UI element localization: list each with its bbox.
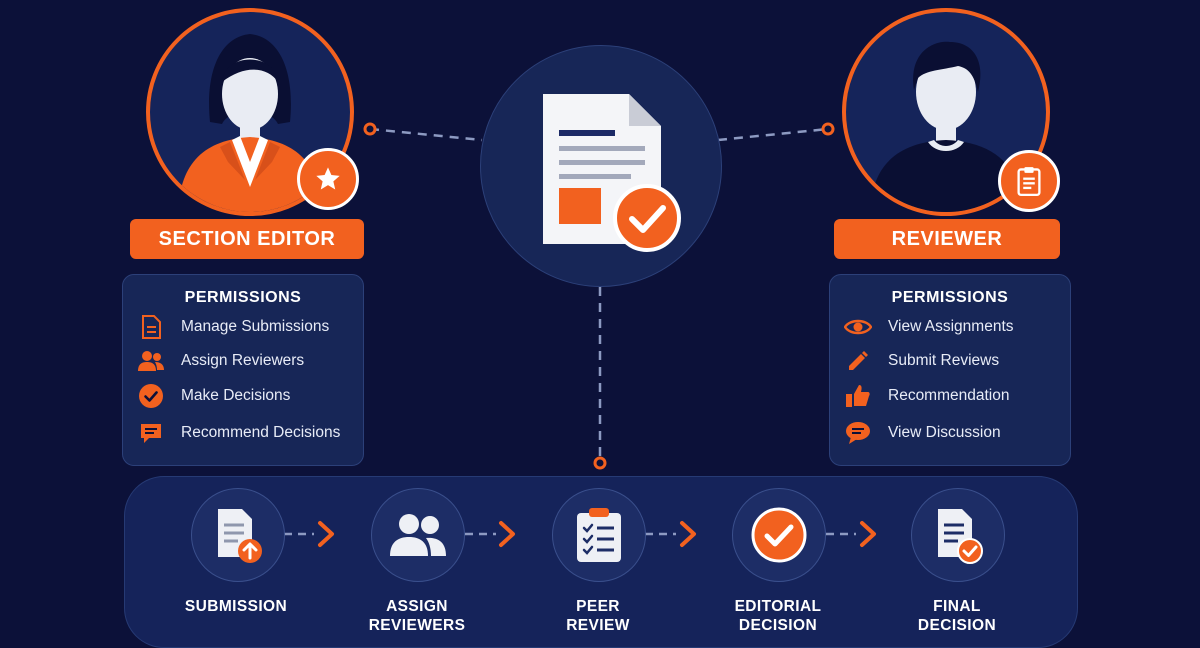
users-icon	[390, 514, 446, 556]
permissions-title: PERMISSIONS	[184, 289, 302, 306]
section-editor-title: SECTION EDITOR	[130, 219, 364, 259]
right-connector-dot	[821, 122, 835, 136]
step-assign-reviewers	[371, 488, 465, 582]
permission-label: View Assignments	[888, 318, 1014, 335]
permission-label: Assign Reviewers	[181, 352, 305, 369]
check-circle-icon	[751, 507, 807, 563]
step-peer-review	[552, 488, 646, 582]
document-icon	[137, 313, 165, 341]
center-document-circle	[480, 45, 722, 287]
step-label-line2: REVIEWERS	[368, 617, 466, 634]
step-label: ASSIGN REVIEWERS	[347, 597, 487, 635]
permission-label: Recommend Decisions	[181, 424, 341, 441]
permission-item: Manage Submissions	[137, 312, 329, 342]
permission-item: Recommendation	[844, 381, 1009, 411]
users-icon	[137, 347, 165, 375]
arrow-chevron-icon	[318, 521, 334, 547]
chat-icon	[844, 419, 872, 447]
arrow-chevron-icon	[860, 521, 876, 547]
step-label-line1: SUBMISSION	[184, 598, 288, 615]
permission-label: Recommendation	[888, 387, 1010, 404]
step-label-line1: EDITORIAL	[734, 598, 822, 615]
step-editorial-decision	[732, 488, 826, 582]
permission-label: Manage Submissions	[181, 318, 330, 335]
permission-item: View Assignments	[844, 312, 1014, 342]
permission-item: View Discussion	[844, 418, 1001, 448]
step-label-line2: DECISION	[738, 617, 818, 634]
document-upload-icon	[218, 509, 262, 563]
permission-label: Submit Reviews	[888, 352, 1000, 369]
section-editor-permissions-card: PERMISSIONS Manage Submissions Assign Re…	[122, 274, 364, 466]
thumbs-up-icon	[844, 382, 872, 410]
step-label-line1: FINAL	[933, 598, 981, 615]
step-label: SUBMISSION	[166, 597, 306, 616]
workflow-arrows	[284, 521, 876, 547]
checklist-icon	[577, 508, 621, 562]
left-connector	[369, 127, 483, 142]
female-editor-icon	[178, 34, 322, 212]
chat-icon	[137, 419, 165, 447]
left-connector-dot	[363, 122, 377, 136]
check-circle-icon	[137, 382, 165, 410]
step-label-line2: DECISION	[917, 617, 997, 634]
permission-item: Submit Reviews	[844, 346, 999, 376]
step-label: EDITORIAL DECISION	[708, 597, 848, 635]
step-label: FINAL DECISION	[887, 597, 1027, 635]
clipboard-icon	[1017, 167, 1041, 196]
center-connector-dot	[593, 456, 607, 470]
reviewer-title: REVIEWER	[834, 219, 1060, 259]
arrow-chevron-icon	[680, 521, 696, 547]
document-check-icon	[938, 509, 983, 564]
permissions-title: PERMISSIONS	[891, 289, 1009, 306]
step-submission	[191, 488, 285, 582]
step-label: PEER REVIEW	[528, 597, 668, 635]
permission-item: Assign Reviewers	[137, 346, 304, 376]
arrow-chevron-icon	[499, 521, 515, 547]
male-reviewer-icon	[870, 41, 1022, 212]
permission-item: Make Decisions	[137, 381, 290, 411]
step-label-line1: ASSIGN	[386, 598, 448, 615]
pencil-icon	[844, 347, 872, 375]
star-icon	[316, 167, 340, 190]
right-connector	[717, 127, 829, 142]
step-label-line2: REVIEW	[566, 617, 630, 634]
reviewer-badge	[998, 150, 1060, 212]
section-editor-badge	[297, 148, 359, 210]
reviewer-permissions-card: PERMISSIONS View Assignments Submit Revi…	[829, 274, 1071, 466]
permission-item: Recommend Decisions	[137, 418, 340, 448]
step-label-line1: PEER	[576, 598, 620, 615]
eye-icon	[844, 313, 872, 341]
permission-label: Make Decisions	[181, 387, 291, 404]
permission-label: View Discussion	[888, 424, 1001, 441]
connector-lines	[363, 122, 835, 470]
approved-document-icon	[543, 94, 681, 252]
step-final-decision	[911, 488, 1005, 582]
